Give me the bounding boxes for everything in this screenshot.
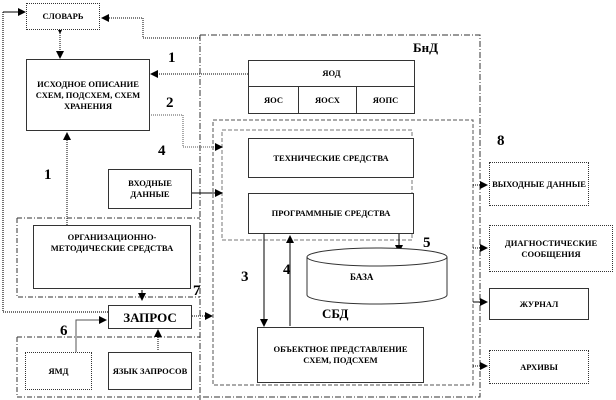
diagnostics-block: ДИАГНОСТИЧЕСКИЕ СООБЩЕНИЯ (489, 225, 613, 272)
archives-block: АРХИВЫ (489, 350, 589, 384)
flow-number-1-top: 1 (168, 50, 176, 66)
yod-block: ЯОД (248, 60, 415, 87)
sbd-label: СБД (322, 306, 349, 321)
journal-block: ЖУРНАЛ (489, 288, 589, 320)
query-language-block: ЯЗЫК ЗАПРОСОВ (108, 352, 192, 390)
software-block: ПРОГРАММНЫЕ СРЕДСТВА (248, 193, 414, 234)
base-cylinder (306, 247, 448, 305)
source-description-block: ИСХОДНОЕ ОПИСАНИЕ СХЕМ, ПОДСХЕМ, СХЕМ ХР… (26, 59, 150, 131)
flow-number-3: 3 (241, 269, 249, 285)
bnd-frame (199, 34, 481, 400)
flow-number-8: 8 (497, 133, 505, 149)
dictionary-block: СЛОВАРЬ (26, 3, 100, 30)
org-method-block: ОРГАНИЗАЦИОННО-МЕТОДИЧЕСКИЕ СРЕДСТВА (33, 225, 191, 289)
technical-block: ТЕХНИЧЕСКИЕ СРЕДСТВА (248, 138, 414, 178)
flow-number-6: 6 (60, 323, 68, 339)
output-data-block: ВЫХОДНЫЕ ДАННЫЕ (489, 162, 589, 206)
ymd-block: ЯМД (25, 352, 92, 390)
flow-number-5: 5 (423, 235, 431, 251)
flow-number-7: 7 (193, 283, 201, 299)
yops-block: ЯОПС (356, 86, 415, 114)
query-lang-frame (16, 336, 200, 398)
object-repr-block: ОБЪЕКТНОЕ ПРЕДСТАВЛЕНИЕ СХЕМ, ПОДСХЕМ (257, 327, 424, 383)
sbd-frame (212, 119, 474, 386)
flow-number-4-left: 4 (158, 143, 166, 159)
yosh-block: ЯОСХ (298, 86, 357, 114)
flow-number-4-mid: 4 (283, 262, 291, 278)
bnd-label: БнД (413, 40, 439, 55)
yos-block: ЯОС (248, 86, 299, 114)
left-feedback-line (2, 12, 108, 313)
flow-number-1-left: 1 (44, 167, 52, 183)
input-data-block: ВХОДНЫЕ ДАННЫЕ (108, 169, 192, 209)
flow-number-2: 2 (166, 95, 174, 111)
base-label: БАЗА (350, 272, 374, 282)
query-block: ЗАПРОС (108, 305, 192, 329)
